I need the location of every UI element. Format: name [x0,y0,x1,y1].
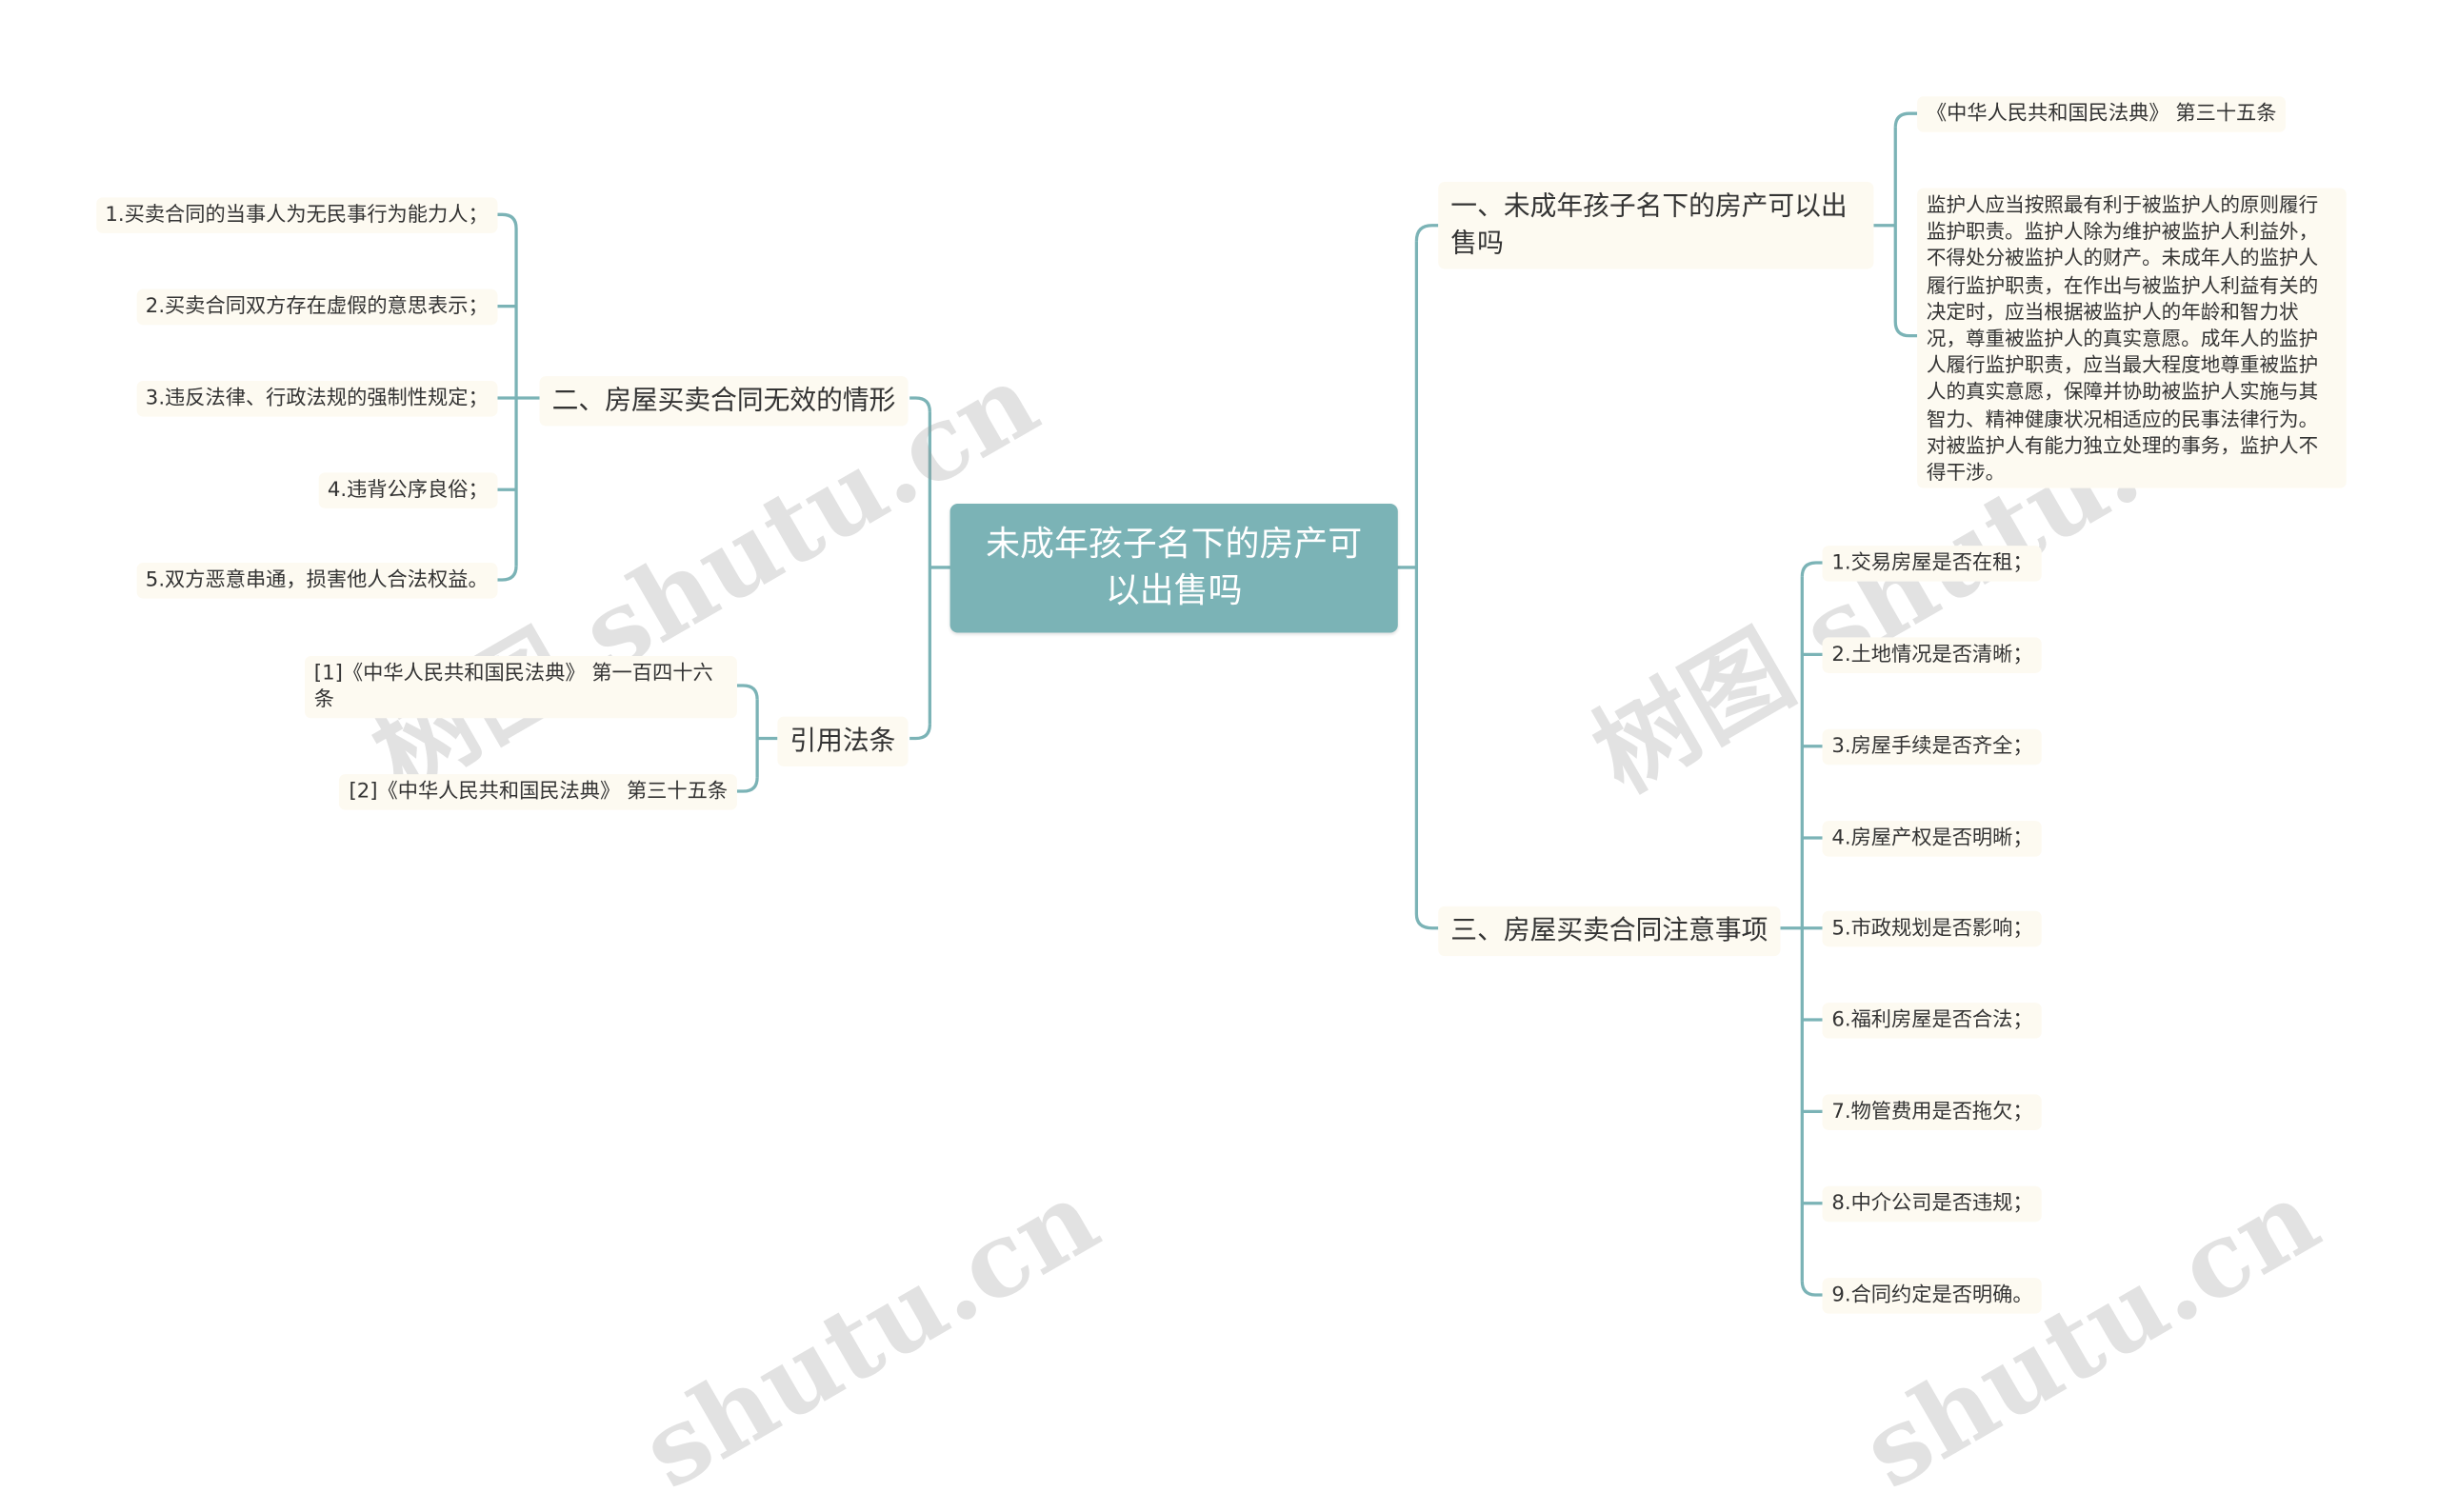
child-topic[interactable]: 5.市政规划是否影响； [1822,910,2043,947]
child-topic-label: 3.房屋手续是否齐全； [1831,735,2033,759]
child-topic[interactable]: 4.违背公序良俗； [318,472,498,508]
child-topic[interactable]: 5.双方恶意串通，损害他人合法权益。 [136,563,498,599]
branch-topic-3[interactable]: 三、房屋买卖合同注意事项 [1438,905,1781,957]
child-topic[interactable]: 6.福利房屋是否合法； [1822,1003,2043,1039]
child-topic-label: 4.房屋产权是否明晰； [1831,826,2033,851]
child-topic-label: [1]《中华人民共和国民法典》 第一百四十六条 [313,662,713,712]
branch-topic-2[interactable]: 二、房屋买卖合同无效的情形 [539,376,909,427]
branch-topic-1[interactable]: 一、未成年孩子名下的房产可以出售吗 [1438,182,1874,269]
child-topic[interactable]: 7.物管费用是否拖欠； [1822,1094,2043,1130]
child-topic-label: 6.福利房屋是否合法； [1831,1008,2033,1033]
child-topic[interactable]: [2]《中华人民共和国民法典》 第三十五条 [339,774,737,810]
child-topic[interactable]: 2.土地情况是否清晰； [1822,637,2043,673]
root-topic[interactable]: 未成年孩子名下的房产可以出售吗 [949,503,1398,633]
child-topic-label: 8.中介公司是否违规； [1831,1192,2033,1216]
branch-topic-label: 三、房屋买卖合同注意事项 [1450,915,1769,947]
child-topic-label: [2]《中华人民共和国民法典》 第三十五条 [349,780,729,805]
child-topic[interactable]: 1.买卖合同的当事人为无民事行为能力人； [95,197,498,233]
child-topic-label: 7.物管费用是否拖欠； [1831,1100,2033,1124]
child-topic[interactable]: 2.买卖合同双方存在虚假的意思表示； [136,288,498,326]
child-topic[interactable]: 3.违反法律、行政法规的强制性规定； [136,381,498,417]
child-topic-paragraph[interactable]: 监护人应当按照最有利于被监护人的原则履行监护职责。监护人除为维护被监护人利益外，… [1917,188,2347,489]
child-topic-label: 3.违反法律、行政法规的强制性规定； [145,387,489,411]
child-topic[interactable]: 4.房屋产权是否明晰； [1822,821,2043,857]
child-topic-label: 5.双方恶意串通，损害他人合法权益。 [145,568,489,593]
branch-topic-label: 引用法条 [789,726,896,758]
child-topic-label: 5.市政规划是否影响； [1831,917,2033,941]
child-topic[interactable]: 3.房屋手续是否齐全； [1822,728,2043,766]
child-topic-label: 监护人应当按照最有利于被监护人的原则履行监护职责。监护人除为维护被监护人利益外，… [1926,192,2319,484]
child-topic-label: 2.土地情况是否清晰； [1831,643,2033,667]
child-topic-label: 2.买卖合同双方存在虚假的意思表示； [145,295,489,319]
root-topic-label: 未成年孩子名下的房产可以出售吗 [986,525,1363,610]
child-topic-label: 1.买卖合同的当事人为无民事行为能力人； [105,203,489,228]
child-topic[interactable]: [1]《中华人民共和国民法典》 第一百四十六条 [305,655,737,719]
child-topic-label: 《中华人民共和国民法典》 第三十五条 [1926,102,2277,127]
child-topic[interactable]: 9.合同约定是否明确。 [1822,1278,2043,1314]
child-topic-label: 9.合同约定是否明确。 [1831,1283,2033,1308]
child-topic[interactable]: 《中华人民共和国民法典》 第三十五条 [1917,96,2287,132]
child-topic-label: 1.交易房屋是否在租； [1831,551,2033,576]
connector-lines [497,111,1918,1297]
branch-topic-label: 一、未成年孩子名下的房产可以出售吗 [1450,190,1848,260]
child-topic[interactable]: 1.交易房屋是否在租； [1822,546,2043,582]
child-topic[interactable]: 8.中介公司是否违规； [1822,1185,2043,1223]
branch-topic-4[interactable]: 引用法条 [777,716,909,766]
branch-topic-label: 二、房屋买卖合同无效的情形 [551,385,896,417]
child-topic-label: 4.违背公序良俗； [327,478,489,503]
mind-map-canvas: 树图 shutu.cn 树图 shutu.cn shutu.cn shutu.c… [95,96,2347,1512]
